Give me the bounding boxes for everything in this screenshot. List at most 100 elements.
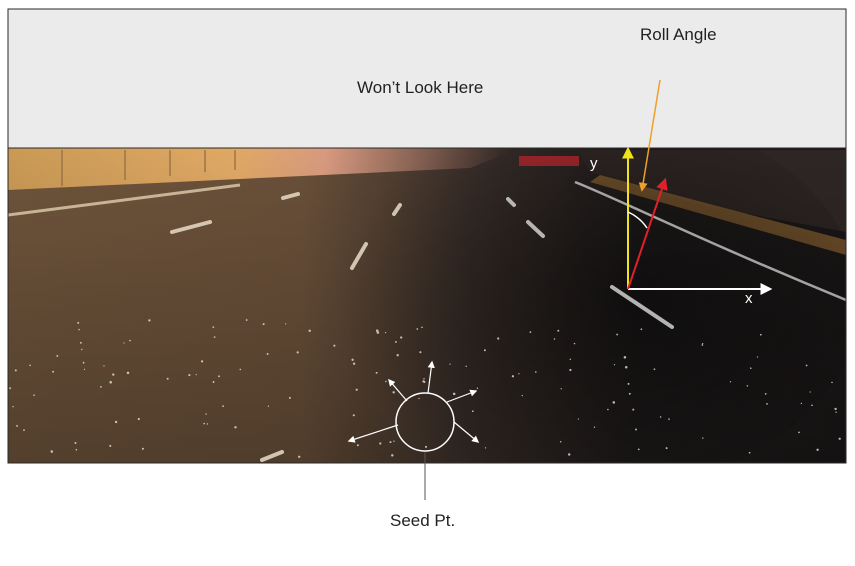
- roll-angle-pointer: [638, 79, 661, 192]
- road-speckle: [701, 344, 704, 346]
- seed-ray-sw: [347, 424, 399, 443]
- road-speckle: [624, 366, 628, 369]
- road-speckle: [396, 354, 399, 357]
- road-speckle: [100, 386, 102, 388]
- road-speckle: [640, 328, 643, 331]
- exclusion-zone: [7, 8, 847, 149]
- road-speckle: [333, 344, 336, 347]
- seed-ray-ne: [446, 389, 478, 403]
- road-speckle: [23, 429, 25, 431]
- road-speckle: [267, 405, 270, 407]
- y-axis-label: y: [590, 155, 598, 172]
- road-speckle: [569, 368, 572, 372]
- road-speckle: [352, 362, 356, 365]
- exclusion-zone-label: Won’t Look Here: [357, 78, 484, 97]
- road-speckle: [79, 341, 82, 344]
- road-speckle: [288, 396, 291, 399]
- road-speckle: [476, 387, 479, 389]
- road-speckle: [205, 413, 207, 415]
- road-speckle: [607, 408, 609, 411]
- road-speckle: [129, 339, 131, 342]
- road-speckle: [518, 373, 520, 375]
- road-speckle: [559, 440, 562, 443]
- road-speckle: [593, 426, 596, 428]
- road-speckle: [109, 444, 112, 447]
- road-speckle: [623, 356, 627, 359]
- road-speckle: [298, 455, 301, 458]
- road-speckle: [195, 373, 197, 376]
- road-speckle: [484, 447, 487, 449]
- road-speckle: [114, 420, 118, 424]
- road-speckle: [400, 336, 403, 339]
- road-speckle: [567, 453, 571, 456]
- road-speckle: [702, 437, 704, 439]
- road-speckle: [573, 342, 576, 345]
- seed-ray-n: [427, 360, 435, 394]
- road-speckle: [668, 418, 670, 420]
- road-speckle: [222, 405, 225, 407]
- road-speckle: [627, 382, 630, 385]
- road-speckle: [557, 329, 560, 332]
- road-speckle: [416, 328, 419, 330]
- road-speckle: [798, 431, 800, 434]
- road-speckle: [418, 397, 420, 400]
- road-speckle: [766, 403, 768, 405]
- road-speckle: [234, 426, 237, 429]
- road-speckle: [465, 365, 467, 368]
- road-speckle: [616, 333, 619, 336]
- angle-arc: [627, 211, 648, 229]
- road-speckle: [239, 368, 242, 371]
- road-speckle: [141, 447, 144, 450]
- road-speckle: [166, 377, 169, 380]
- road-speckle: [392, 391, 395, 394]
- road-speckle: [759, 333, 762, 336]
- road-speckle: [553, 338, 556, 340]
- road-speckle: [109, 380, 112, 384]
- road-speckle: [628, 392, 631, 395]
- road-speckle: [82, 361, 85, 364]
- road-speckle: [521, 394, 523, 397]
- road-speckle: [78, 328, 80, 331]
- road-speckle: [613, 364, 616, 366]
- road-speckle: [16, 424, 18, 427]
- road-speckle: [569, 358, 572, 361]
- road-speckle: [534, 371, 537, 373]
- road-speckle: [391, 454, 394, 457]
- road-speckle: [308, 329, 311, 333]
- road-speckle: [52, 370, 55, 373]
- road-speckle: [659, 416, 662, 418]
- road-speckle: [384, 331, 387, 334]
- seed-point-marker: [347, 360, 480, 452]
- road-speckle: [74, 441, 77, 445]
- road-speckle: [352, 414, 355, 417]
- road-speckle: [764, 393, 767, 395]
- road-speckle: [81, 348, 83, 351]
- road-speckle: [746, 385, 749, 387]
- road-speckle: [423, 381, 426, 383]
- photo-frame: [7, 147, 847, 464]
- road-speckle: [635, 428, 637, 431]
- road-speckle: [511, 375, 515, 378]
- road-speckle: [393, 440, 395, 442]
- road-speckle: [245, 319, 248, 321]
- road-speckle: [83, 368, 86, 371]
- road-speckle: [452, 392, 456, 396]
- road-speckle: [816, 448, 819, 451]
- road-speckle: [419, 351, 422, 354]
- coordinate-axes: [622, 146, 773, 295]
- road-speckle: [77, 321, 80, 324]
- road-speckle: [577, 418, 580, 420]
- road-speckle: [483, 349, 486, 352]
- road-speckle: [266, 353, 269, 355]
- roll-angle-label: Roll Angle: [640, 25, 717, 44]
- road-speckle: [497, 337, 500, 340]
- road-speckle: [800, 402, 803, 405]
- road-speckle: [126, 371, 130, 375]
- road-speckle: [748, 451, 751, 454]
- road-speckle: [805, 364, 808, 367]
- seed-ray-nw: [388, 378, 408, 402]
- road-speckle: [75, 448, 78, 451]
- road-photo: [8, 148, 846, 463]
- road-speckle: [33, 394, 35, 397]
- road-speckle: [375, 329, 379, 332]
